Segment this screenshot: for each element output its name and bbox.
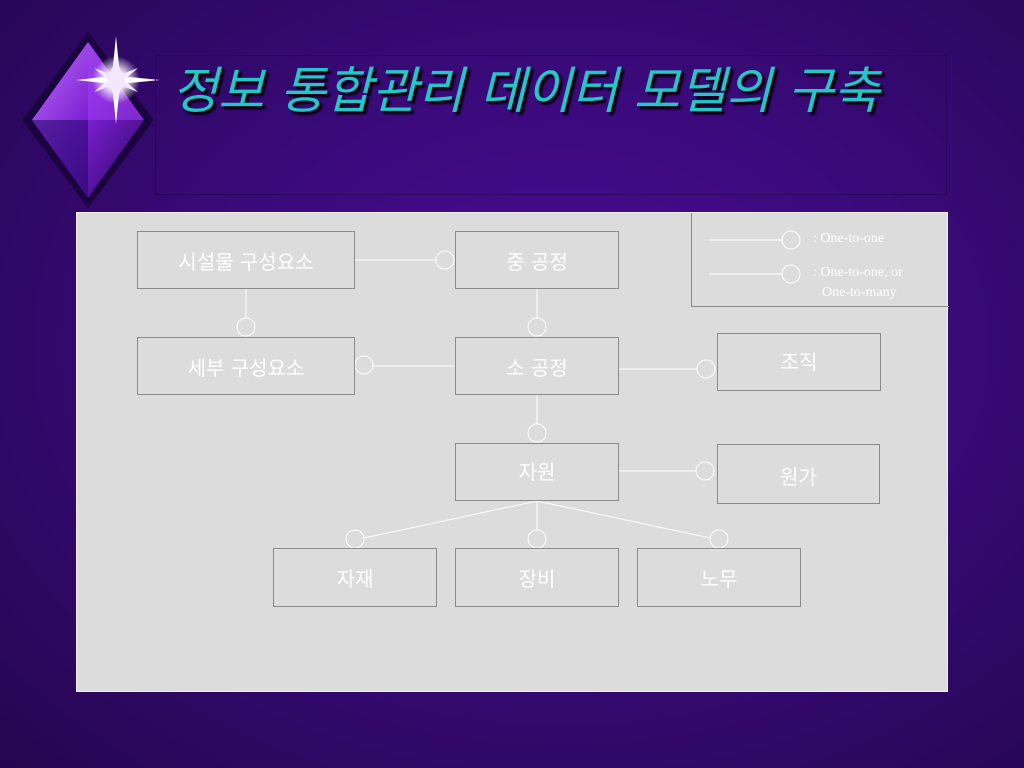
connector-end-circle <box>346 530 364 548</box>
connector-end-circle <box>528 424 546 442</box>
connector-resource-material <box>364 501 537 538</box>
slide-title: 정보 통합관리 데이터 모델의 구축 <box>172 58 942 124</box>
connector-end-circle <box>697 360 715 378</box>
connector-end-circle <box>436 251 454 269</box>
connector-end-circle <box>237 318 255 336</box>
connector-end-circle <box>528 318 546 336</box>
data-model-diagram: : One-to-one : One-to-one, or One-to-man… <box>76 212 948 692</box>
node-organization: 조직 <box>717 333 881 391</box>
diamond-star-icon <box>18 28 168 213</box>
node-facility-component: 시설물 구성요소 <box>137 231 355 289</box>
legend-one-to-many-label-2: One-to-many <box>822 283 897 303</box>
connector-resource-labor <box>537 501 710 538</box>
node-cost: 원가 <box>717 444 880 504</box>
node-equipment: 장비 <box>455 548 619 607</box>
node-labor: 노무 <box>637 548 801 607</box>
node-detail-component: 세부 구성요소 <box>137 337 355 395</box>
legend-one-to-one-label: : One-to-one <box>813 229 884 249</box>
connector-end-circle <box>696 462 714 480</box>
node-small-process: 소 공정 <box>455 337 619 395</box>
connector-end-circle <box>528 530 546 548</box>
node-resource: 자원 <box>455 443 619 501</box>
node-mid-process: 중 공정 <box>455 231 619 289</box>
connector-end-circle <box>355 356 373 374</box>
legend-box <box>691 213 949 307</box>
connector-end-circle <box>710 530 728 548</box>
node-material: 자재 <box>273 548 437 607</box>
legend-one-to-many-label: : One-to-one, or <box>813 263 903 283</box>
